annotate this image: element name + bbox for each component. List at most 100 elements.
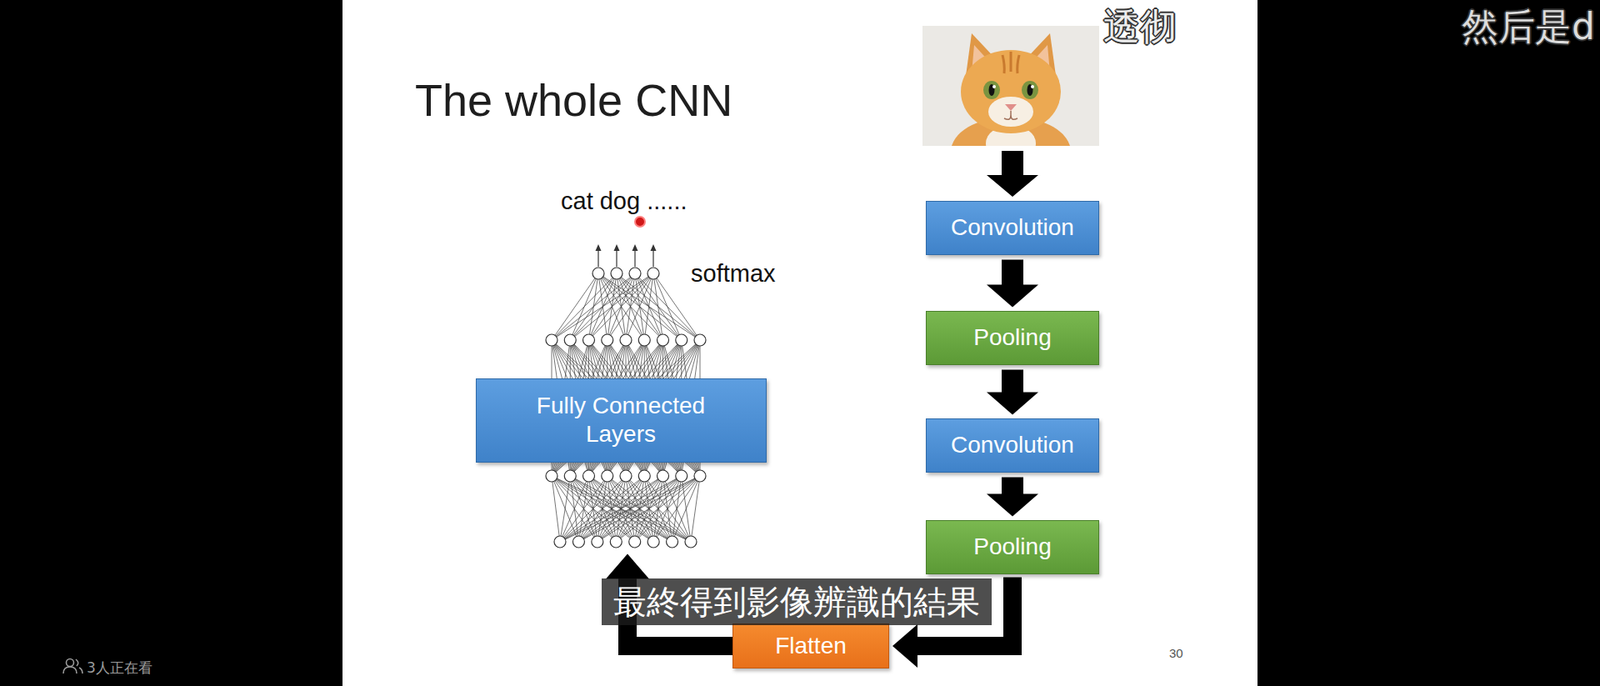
neuron xyxy=(610,267,623,280)
neuron xyxy=(638,334,650,346)
neuron xyxy=(545,334,558,346)
neuron xyxy=(583,470,595,482)
network-link xyxy=(578,475,700,542)
arrowhead xyxy=(986,285,1039,308)
network-link xyxy=(653,475,700,542)
neuron xyxy=(657,470,670,482)
viewer-icon-second xyxy=(75,659,83,674)
network-link xyxy=(551,273,635,340)
neuron xyxy=(601,470,614,482)
network-link xyxy=(635,475,700,542)
node-label: Convolution xyxy=(950,430,1075,460)
neuron xyxy=(610,535,622,548)
output-arrowhead xyxy=(595,244,602,251)
neuron xyxy=(591,535,604,548)
cat-eye xyxy=(1021,80,1039,100)
network-link xyxy=(635,273,700,340)
slide-title: The whole CNN xyxy=(415,73,733,128)
cat-stripes xyxy=(1002,51,1020,74)
network-link xyxy=(598,273,682,340)
viewer-count: 3人正在看 xyxy=(86,659,153,676)
danmaku-comment: 透彻 xyxy=(1103,5,1177,50)
neuron xyxy=(657,334,670,346)
cat-eye xyxy=(983,80,1000,100)
viewer-icon-body xyxy=(63,666,77,674)
network-link xyxy=(653,273,664,340)
network-link xyxy=(597,475,700,542)
neuron xyxy=(572,535,585,548)
slide xyxy=(342,0,1258,686)
arrowhead xyxy=(986,494,1039,517)
convolution-box: Convolution xyxy=(925,418,1100,473)
network-link xyxy=(560,475,608,542)
neuron xyxy=(545,470,558,482)
neuron xyxy=(601,334,614,346)
flow-arrow xyxy=(986,370,1039,415)
network-link xyxy=(616,273,664,340)
output-arrowhead xyxy=(614,244,620,251)
arrowhead xyxy=(605,554,650,580)
network-link xyxy=(551,273,599,340)
danmaku-comment: 然后是d xyxy=(1461,5,1595,50)
neuron xyxy=(647,535,660,548)
node-label: Pooling xyxy=(973,532,1051,561)
node-label: Convolution xyxy=(950,213,1075,242)
cat-eye-shine xyxy=(1030,85,1035,89)
neuron xyxy=(675,470,688,482)
network-link xyxy=(644,273,654,340)
output-line xyxy=(597,250,599,267)
class-labels: cat dog ...... xyxy=(560,186,688,216)
network-link xyxy=(598,273,700,340)
network-link xyxy=(672,475,700,542)
input-arrow xyxy=(986,150,1039,197)
network-link xyxy=(551,475,691,542)
network-link xyxy=(615,475,700,542)
pooling-box: Pooling xyxy=(925,310,1100,365)
cat-muzzle xyxy=(988,96,1034,127)
output-line xyxy=(634,250,635,267)
cat-head xyxy=(960,50,1061,134)
network-link xyxy=(616,273,700,340)
cat-photo xyxy=(922,25,1100,146)
arrow-shaft xyxy=(1001,477,1024,495)
network-link xyxy=(551,475,673,542)
network-link xyxy=(607,273,654,340)
network-link xyxy=(551,475,598,542)
arrowhead xyxy=(892,624,918,668)
convolution-box: Convolution xyxy=(925,200,1100,255)
page-number: 30 xyxy=(1169,645,1184,661)
neuron xyxy=(583,334,595,346)
neuron xyxy=(620,334,632,346)
flow-arrow xyxy=(986,477,1039,517)
network-link xyxy=(551,475,654,542)
network-link xyxy=(560,475,664,542)
node-label: Fully Connected Layers xyxy=(516,391,725,448)
network-link xyxy=(560,475,626,542)
neuron xyxy=(620,470,632,482)
network-link xyxy=(598,273,664,340)
arrowhead xyxy=(986,392,1039,415)
neuron xyxy=(554,535,566,548)
network-link xyxy=(616,273,682,340)
flatten-box: Flatten xyxy=(732,623,890,669)
viewer-icon-head xyxy=(66,659,75,667)
output-arrowhead xyxy=(650,244,657,251)
node-label: Flatten xyxy=(775,631,847,660)
output-arrowhead xyxy=(632,244,639,251)
activation-label: softmax xyxy=(690,259,776,289)
neuron xyxy=(592,267,605,280)
network-link xyxy=(560,475,700,542)
output-line xyxy=(615,250,617,267)
neuron xyxy=(629,535,641,548)
network-link xyxy=(560,475,590,542)
network-link xyxy=(560,475,682,542)
fully-connected-band: Fully Connected Layers xyxy=(475,378,767,463)
network-link xyxy=(570,273,654,340)
network-link xyxy=(625,273,654,340)
output-line xyxy=(652,250,654,267)
flow-arrow xyxy=(986,260,1039,308)
network-link xyxy=(690,475,700,542)
node-label: Pooling xyxy=(973,323,1051,352)
